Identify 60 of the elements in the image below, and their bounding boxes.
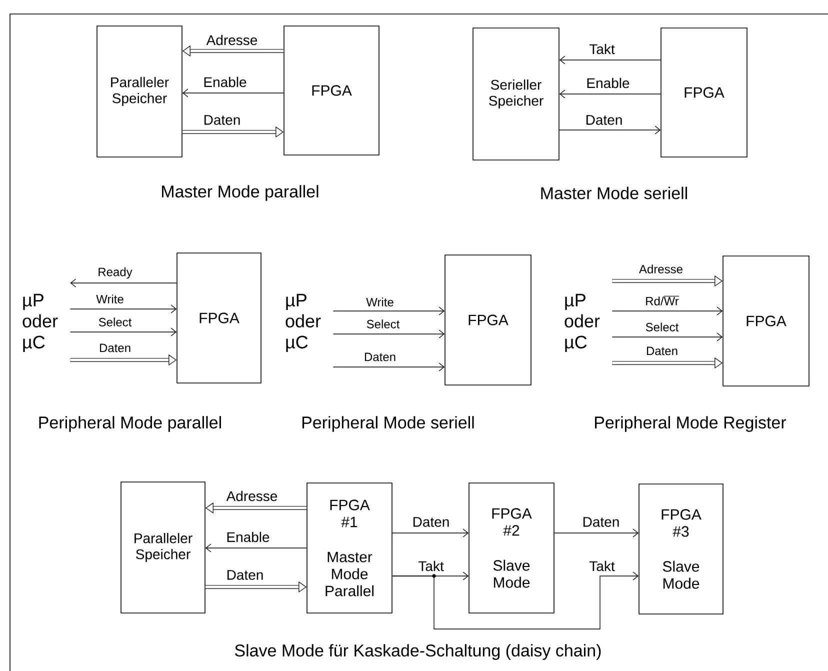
edge-label: Takt [589, 44, 615, 54]
caption: Master Mode seriell [541, 186, 687, 200]
arrow [332, 362, 445, 372]
block-box: FPGA #3 Slave Mode [638, 484, 724, 614]
edge-label: Write [96, 294, 124, 304]
edge-label: Daten [583, 517, 619, 527]
arrow [70, 278, 177, 288]
caption: Slave Mode für Kaskade-Schaltung (daisy chain) [234, 644, 601, 660]
processor-label: µP oder µC [286, 294, 321, 352]
arrow [392, 528, 469, 538]
caption: Peripheral Mode parallel [39, 416, 221, 432]
edge-label: Daten [364, 352, 396, 362]
edge-label: Enable [204, 76, 246, 88]
processor-label: µP oder µC [22, 294, 58, 352]
block-box: FPGA #2 Slave Mode [468, 482, 554, 614]
edge-label: Daten [646, 346, 678, 356]
block-box: FPGA [176, 252, 262, 384]
arrow [182, 88, 284, 98]
edge-label: Takt [589, 560, 615, 572]
block-box: FPGA [284, 26, 380, 156]
block-box: Serieller Speicher [472, 28, 560, 160]
caption: Peripheral Mode Register [595, 416, 786, 432]
arrow [70, 304, 177, 314]
arrow [612, 332, 723, 342]
edge-label: Daten [100, 344, 130, 352]
block-box: FPGA [660, 28, 748, 158]
edge-label: Enable [587, 78, 630, 88]
edge-label: Adresse [639, 264, 682, 274]
edge-label: Daten [204, 115, 240, 125]
arrow [559, 90, 661, 98]
caption: Master Mode parallel [162, 185, 318, 201]
edge-label: Select [646, 322, 679, 332]
block-box: FPGA #1 Master Mode Parallel [306, 482, 392, 614]
arrow [392, 572, 639, 630]
caption: Peripheral Mode seriell [302, 416, 474, 432]
edge-label: Select [366, 320, 400, 328]
edge-label: Adresse [206, 34, 258, 46]
edge-label: Select [98, 318, 132, 326]
edge-label: Daten [586, 115, 622, 125]
block-box: FPGA [444, 254, 532, 386]
arrow [332, 306, 445, 316]
edge-label: Write [366, 298, 394, 306]
arrow [559, 56, 661, 64]
block-box: Paralleler Speicher [120, 482, 206, 614]
edge-label: Rd/Wr [646, 296, 680, 306]
arrow [70, 328, 177, 336]
arrow [332, 330, 445, 338]
edge-label: Daten [413, 517, 449, 527]
arrow [205, 544, 307, 552]
block-box: FPGA [722, 256, 810, 386]
arrow [554, 528, 639, 538]
edge-label: Daten [227, 570, 263, 580]
edge-label: Ready [98, 267, 132, 279]
block-box: Paralleler Speicher [96, 26, 182, 158]
edge-label: Adresse [226, 490, 278, 502]
processor-label: µP oder µC [564, 294, 600, 352]
arrow [559, 126, 661, 134]
edge-label: Enable [227, 532, 270, 542]
arrow [612, 306, 723, 316]
edge-label: Takt [418, 560, 444, 572]
